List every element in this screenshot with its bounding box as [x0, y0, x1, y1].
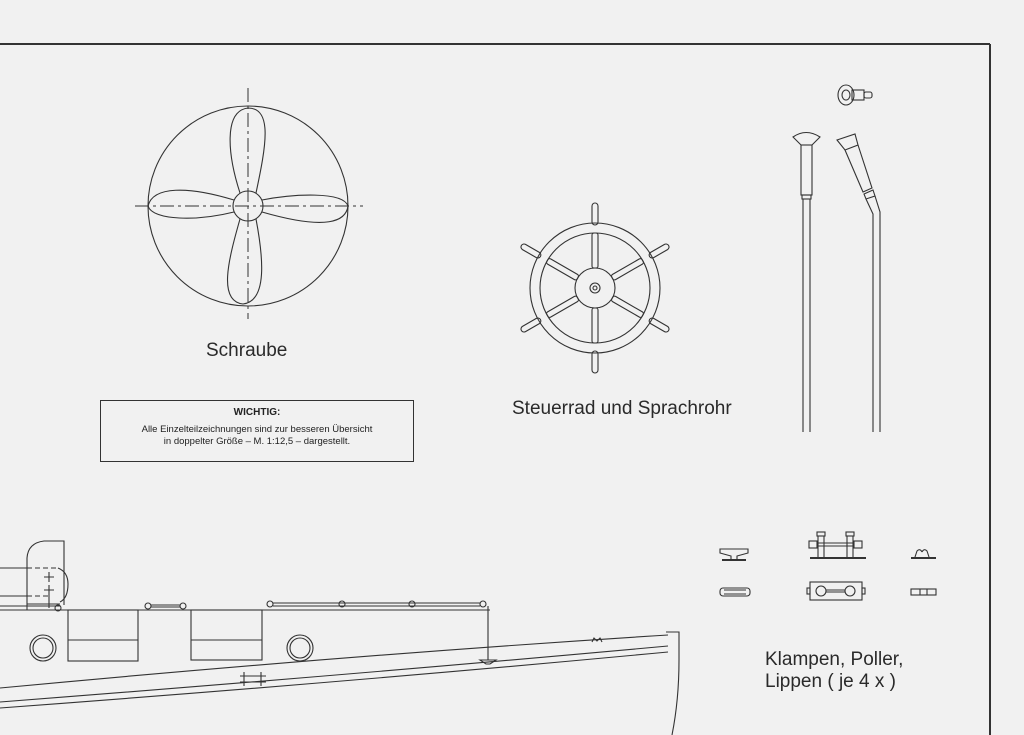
voice-pipe-bent-drawing: [836, 133, 881, 432]
sheet-frame: [0, 43, 991, 735]
important-note-box: WICHTIG: Alle Einzelteilzeichnungen sind…: [100, 400, 414, 462]
fittings-label-line1: Klampen, Poller,: [765, 649, 904, 670]
note-text: Alle Einzelteilzeichnungen sind zur bess…: [101, 424, 413, 448]
propeller-label: Schraube: [206, 340, 288, 361]
note-line-2: in doppelter Größe – M. 1:12,5 – dargest…: [163, 436, 351, 447]
bollard-side-drawing: [808, 531, 866, 559]
fittings-label: Klampen, Poller, Lippen ( je 4 x ): [765, 649, 903, 693]
cleat-side-drawing: [719, 548, 749, 561]
fairlead-top-drawing: [910, 588, 937, 596]
fairlead-side-drawing: [911, 549, 936, 559]
steering-wheel-drawing: [520, 202, 670, 374]
cleat-top-drawing: [719, 587, 751, 597]
steering-wheel-label: Steuerrad und Sprachrohr: [512, 398, 732, 419]
fittings-label-line2: Lippen ( je 4 x ): [765, 671, 896, 692]
bollard-top-drawing: [806, 581, 866, 601]
voice-pipe-straight-drawing: [792, 131, 821, 432]
propeller-drawing: [135, 88, 363, 319]
note-title: WICHTIG:: [233, 407, 281, 418]
note-line-1: Alle Einzelteilzeichnungen sind zur bess…: [141, 424, 373, 435]
hull-profile-drawing: [0, 540, 680, 735]
voice-pipe-cap-drawing: [837, 84, 873, 106]
